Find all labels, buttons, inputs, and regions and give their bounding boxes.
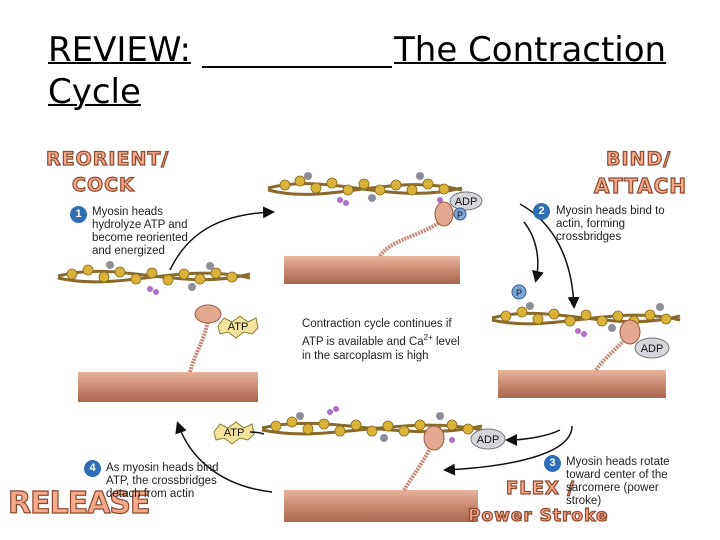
p-right-label: P — [516, 288, 522, 298]
step-3-line: stroke) — [566, 495, 602, 507]
atp-left-label: ATP — [228, 321, 249, 333]
step-1-text: Myosin heads hydrolyze ATP and become re… — [92, 206, 188, 258]
label-flex: FLEX / — [505, 477, 575, 499]
center-note-line-2-pre: ATP is available and Ca — [302, 335, 424, 348]
adp-top-label: ADP — [455, 196, 478, 208]
actin-filament-bottom — [261, 406, 483, 443]
thick-filament-left — [78, 372, 258, 402]
label-release: RELEASE — [7, 485, 151, 521]
step-2-number: 2 — [533, 203, 550, 220]
label-reorient: REORIENT/ — [45, 147, 170, 170]
arrow-top-to-right — [519, 203, 580, 309]
center-note-line-3: in the sarcoplasm is high — [302, 349, 429, 362]
myosin-head-top — [378, 201, 454, 258]
title-cycle: Cycle — [48, 72, 141, 112]
step-2-text: Myosin heads bind to actin, forming cros… — [556, 205, 665, 244]
actin-filament-right — [491, 302, 681, 337]
step-4-number: 4 — [84, 460, 101, 477]
thick-filament-bottom — [284, 490, 478, 522]
step-3-line: sarcomere (power — [566, 482, 659, 494]
step-4-line: ATP, the crossbridges — [106, 475, 217, 487]
label-cock: COCK — [71, 173, 135, 196]
arrow-adp-release — [505, 429, 561, 446]
step-3-line: Myosin heads rotate — [566, 456, 670, 468]
arrow-right-to-bottom — [443, 425, 573, 476]
step-1-line: Myosin heads — [92, 206, 163, 218]
title-review: REVIEW: — [48, 30, 191, 70]
label-attach: ATTACH — [593, 173, 688, 198]
step-4-text: As myosin heads bind ATP, the crossbridg… — [106, 462, 219, 501]
center-note-line-2-post: level — [432, 335, 460, 348]
actin-filament-left — [57, 261, 251, 295]
actin-filament-top — [267, 172, 463, 206]
arrow-left-to-top — [169, 206, 275, 271]
myosin-head-bottom — [402, 425, 445, 492]
thick-filament-right — [498, 370, 666, 398]
arrow-bottom-to-left — [175, 421, 273, 493]
step-2-line: crossbridges — [556, 231, 622, 243]
arrow-release-p — [523, 221, 544, 283]
atp-badge-left: ATP — [217, 315, 259, 339]
p-badge-right: P — [511, 284, 527, 300]
center-note: Contraction cycle continues if ATP is av… — [302, 317, 460, 363]
adp-bottom-label: ADP — [477, 434, 500, 446]
myosin-head-left — [188, 304, 222, 373]
label-power-stroke: Power Stroke — [467, 505, 609, 526]
step-4-line: detach from actin — [106, 488, 195, 500]
arrow-atp-bind — [249, 431, 265, 435]
adp-right-label: ADP — [641, 343, 664, 355]
title-underline-gap — [202, 66, 392, 68]
step-1-line: and energized — [92, 245, 165, 257]
step-2-line: Myosin heads bind to — [556, 205, 665, 217]
step-2-line: actin, forming — [556, 218, 626, 230]
center-note-line-2: ATP is available and Ca2+ level — [302, 331, 460, 349]
step-4-line: As myosin heads bind — [106, 462, 219, 474]
step-3-text: Myosin heads rotate toward center of the… — [566, 456, 670, 508]
step-1-number: 1 — [70, 206, 87, 223]
title-contraction: The Contraction — [394, 30, 667, 70]
step-3-line: toward center of the — [566, 469, 668, 481]
adp-badge-top: ADP — [449, 191, 483, 211]
p-badge-top: P — [453, 207, 467, 221]
center-note-line-1: Contraction cycle continues if — [302, 318, 452, 330]
atp-bottom-label: ATP — [224, 427, 245, 439]
p-top-label: P — [457, 210, 463, 220]
thick-filament-top — [284, 256, 460, 284]
calcium-charge: 2+ — [423, 333, 433, 342]
step-1-line: hydrolyze ATP and — [92, 219, 188, 231]
myosin-head-right — [594, 319, 641, 372]
step-3-number: 3 — [544, 455, 561, 472]
adp-badge-bottom: ADP — [470, 428, 506, 450]
adp-badge-right: ADP — [634, 337, 670, 359]
step-1-line: become reoriented — [92, 232, 188, 244]
label-bind: BIND/ — [605, 147, 672, 170]
atp-badge-bottom: ATP — [213, 421, 255, 445]
